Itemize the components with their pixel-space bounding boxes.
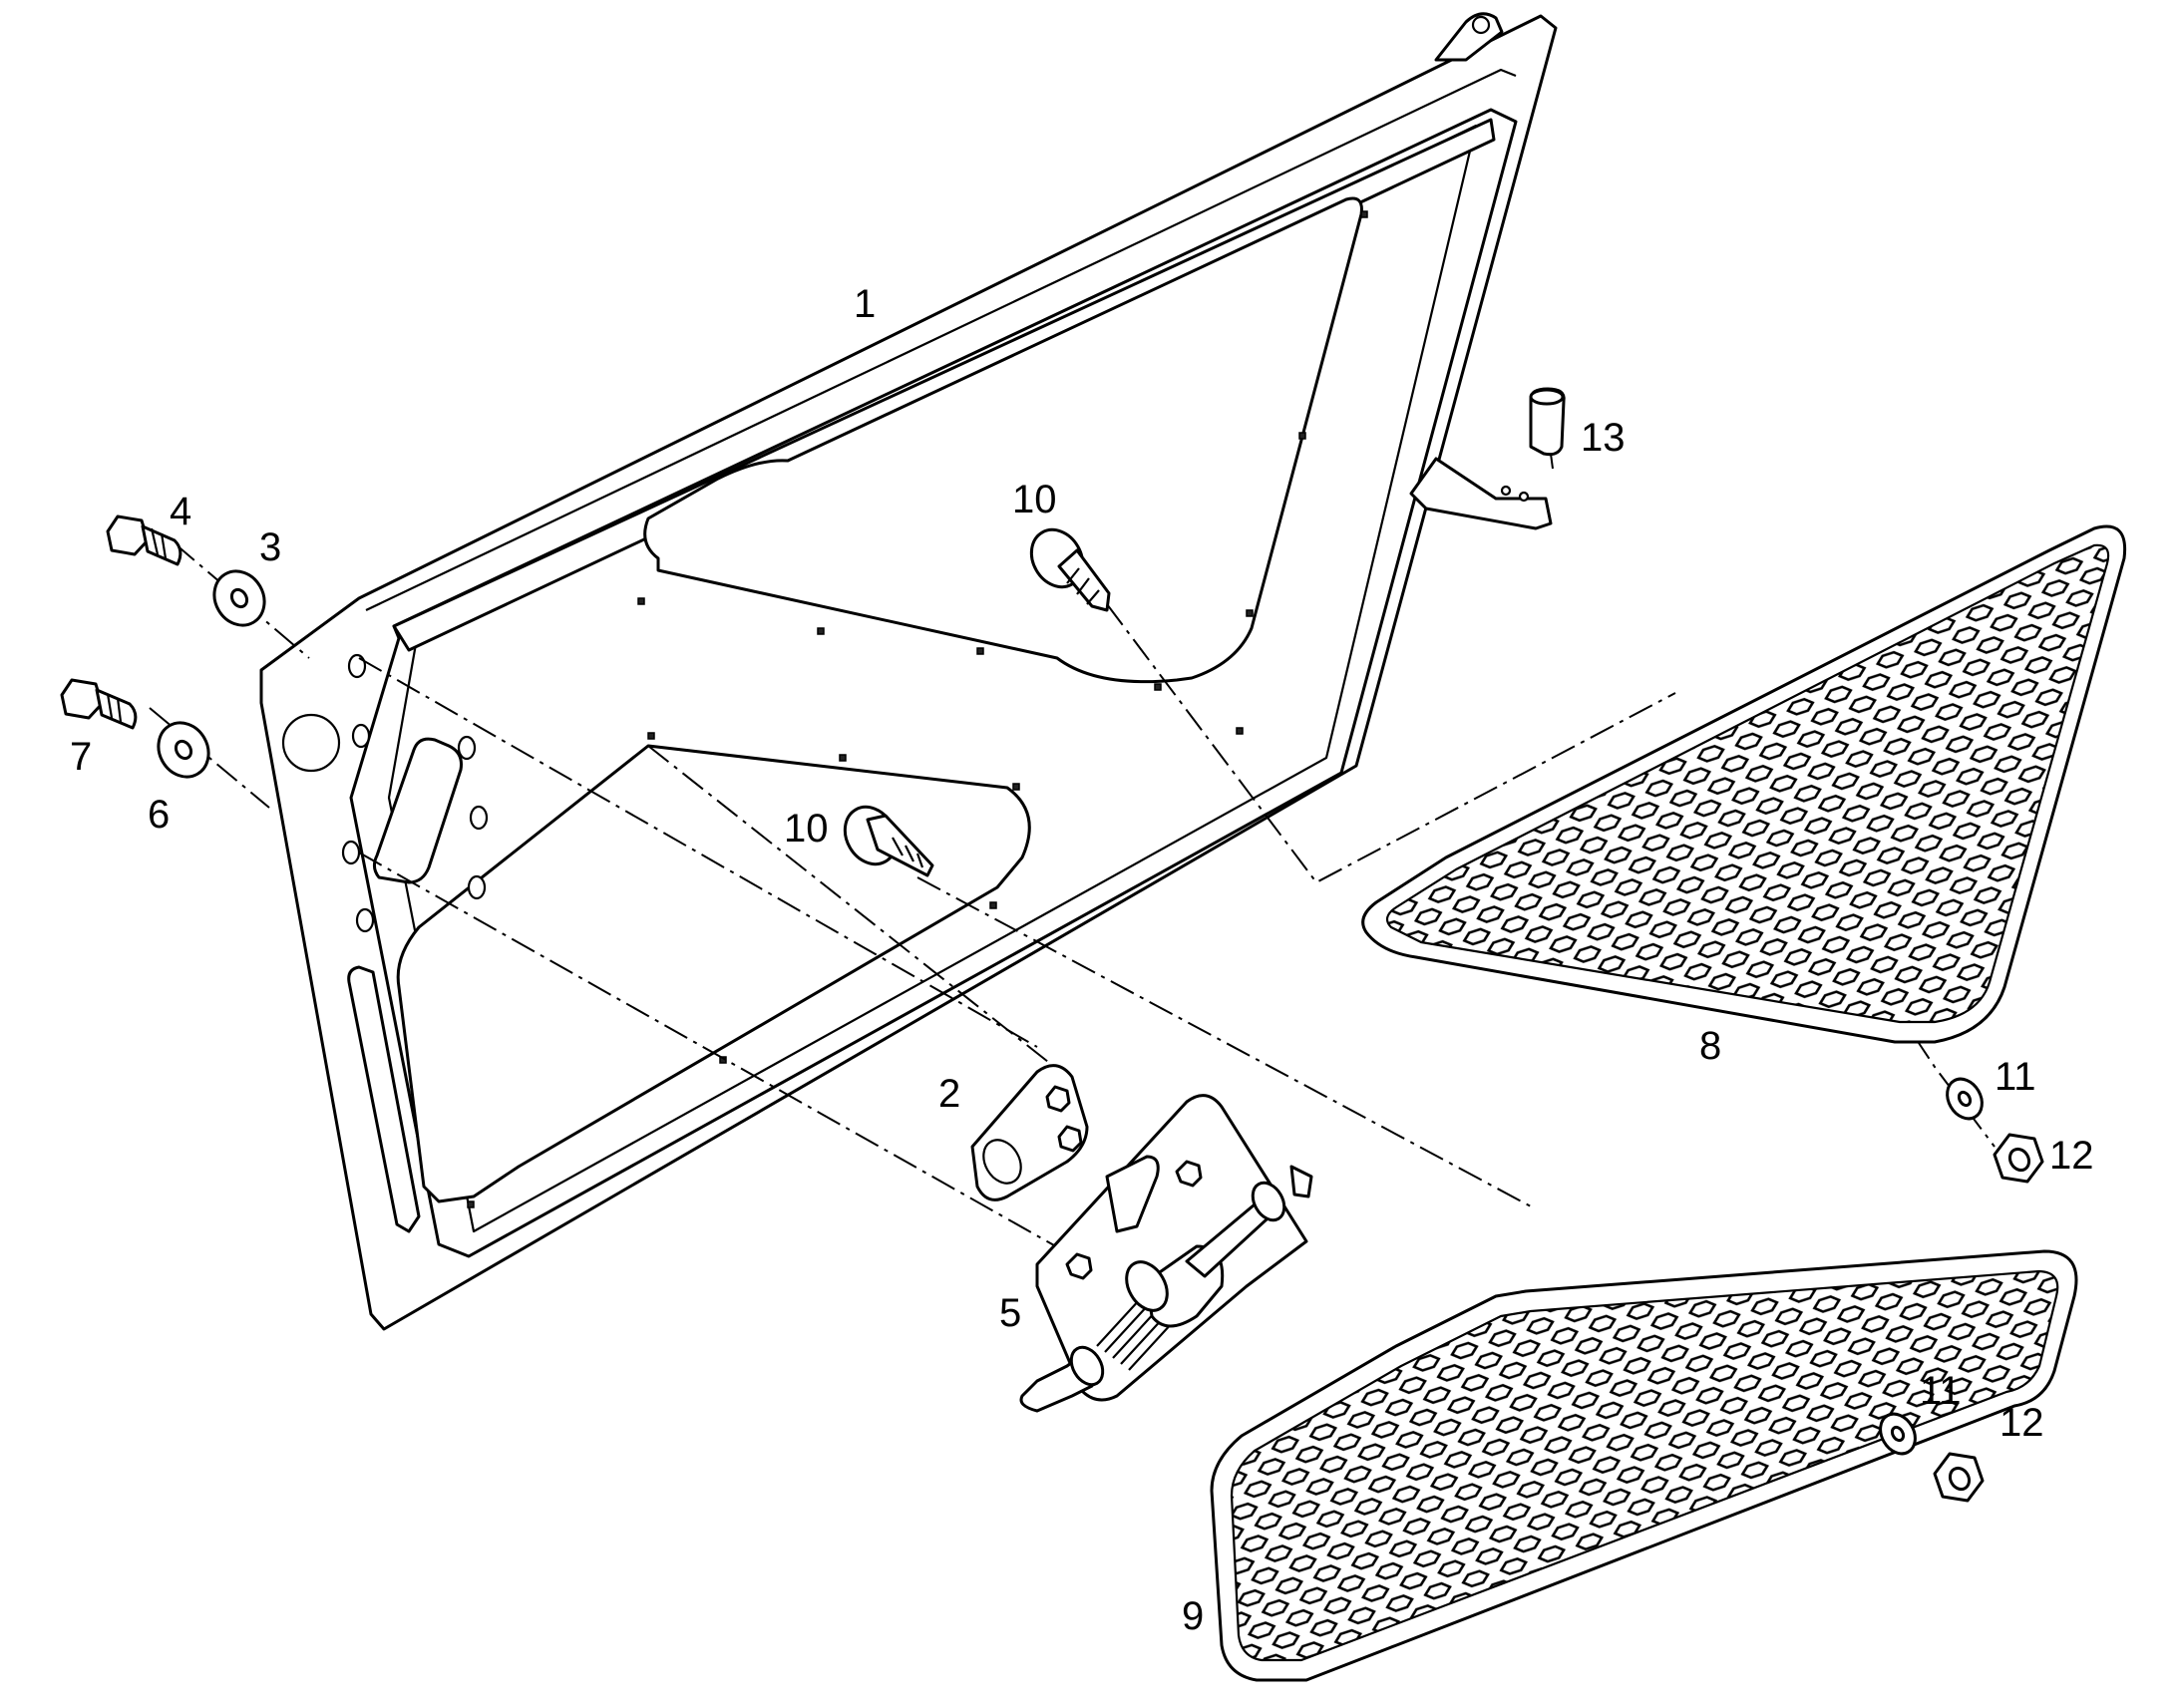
plate-part-2: [970, 1064, 1089, 1201]
callout-6: 6: [148, 793, 170, 837]
screw-part-10-upper: [1029, 527, 1111, 612]
callout-12-lower: 12: [1999, 1401, 2044, 1445]
mesh-grille-part-9: [1210, 1249, 2078, 1682]
washer-part-11-upper: [1946, 1077, 1984, 1121]
washer-part-3: [212, 569, 266, 627]
nut-part-12-lower: [1933, 1452, 1985, 1503]
callout-9: 9: [1182, 1594, 1204, 1638]
callout-5: 5: [999, 1291, 1021, 1335]
pin-part-13: [1529, 387, 1566, 457]
callout-10-upper: 10: [1012, 478, 1057, 521]
washer-part-11-lower: [1879, 1412, 1917, 1456]
bolt-part-4: [106, 514, 182, 566]
callout-10-lower: 10: [784, 807, 829, 851]
callout-labels: 1 2 3 4 5 6 7 8 9 10 10 11 11 12 12 13: [70, 282, 2094, 1638]
frame-panel-part-1: [259, 12, 1558, 1331]
washer-part-6: [157, 721, 210, 779]
callout-3: 3: [259, 525, 281, 569]
bolt-part-7: [60, 678, 138, 730]
callout-13: 13: [1581, 416, 1626, 460]
latch-part-5: [1019, 1094, 1313, 1413]
callout-11-upper: 11: [1995, 1055, 2036, 1099]
callout-12-upper: 12: [2049, 1134, 2094, 1178]
frame-small-holes: [467, 210, 1368, 1208]
callout-7: 7: [70, 735, 92, 779]
callout-4: 4: [170, 490, 191, 533]
callout-1: 1: [854, 282, 876, 326]
screw-part-10-lower: [843, 805, 934, 877]
callout-8: 8: [1699, 1024, 1721, 1068]
callout-11-lower: 11: [1920, 1369, 1962, 1413]
callout-2: 2: [938, 1072, 960, 1116]
nut-part-12-upper: [1993, 1133, 2044, 1184]
mesh-grille-part-8: [1361, 524, 2127, 1044]
